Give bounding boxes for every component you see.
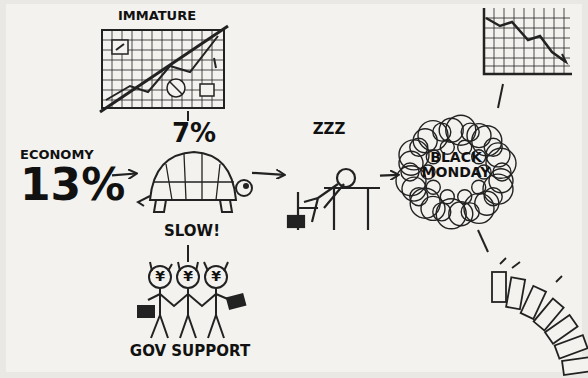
falling-chart	[484, 8, 572, 74]
turtle-shape: 7%	[136, 120, 252, 218]
immature-chart	[100, 26, 228, 112]
flow-arrow	[252, 173, 284, 175]
slow-note: SLOW!	[164, 224, 220, 239]
chart-title: IMMATURE	[112, 9, 202, 22]
cloud-text: BLACK MONDAY	[416, 150, 496, 179]
yen-sign: ¥	[178, 269, 198, 283]
sleep-letters: ZZZ	[312, 122, 346, 138]
text-group: ECONOMY13%	[20, 140, 112, 218]
shell-percent: 7%	[172, 120, 216, 147]
flow-arrow	[112, 174, 136, 176]
leader-lines	[188, 84, 503, 262]
stick-figures	[138, 262, 245, 338]
group-caption: GOV SUPPORT	[122, 344, 258, 359]
sleeping-person: ZZZ	[284, 122, 380, 234]
scribble-cloud: BLACK MONDAY	[398, 116, 514, 228]
node-outline	[284, 122, 380, 234]
flow-arrow	[380, 174, 398, 177]
yen-sign: ¥	[150, 269, 170, 283]
yen-sign: ¥	[206, 269, 226, 283]
falling-dominoes	[492, 258, 588, 375]
big-percent: 13%	[20, 162, 112, 208]
node-title: ECONOMY	[20, 148, 90, 162]
whiteboard	[6, 4, 582, 372]
